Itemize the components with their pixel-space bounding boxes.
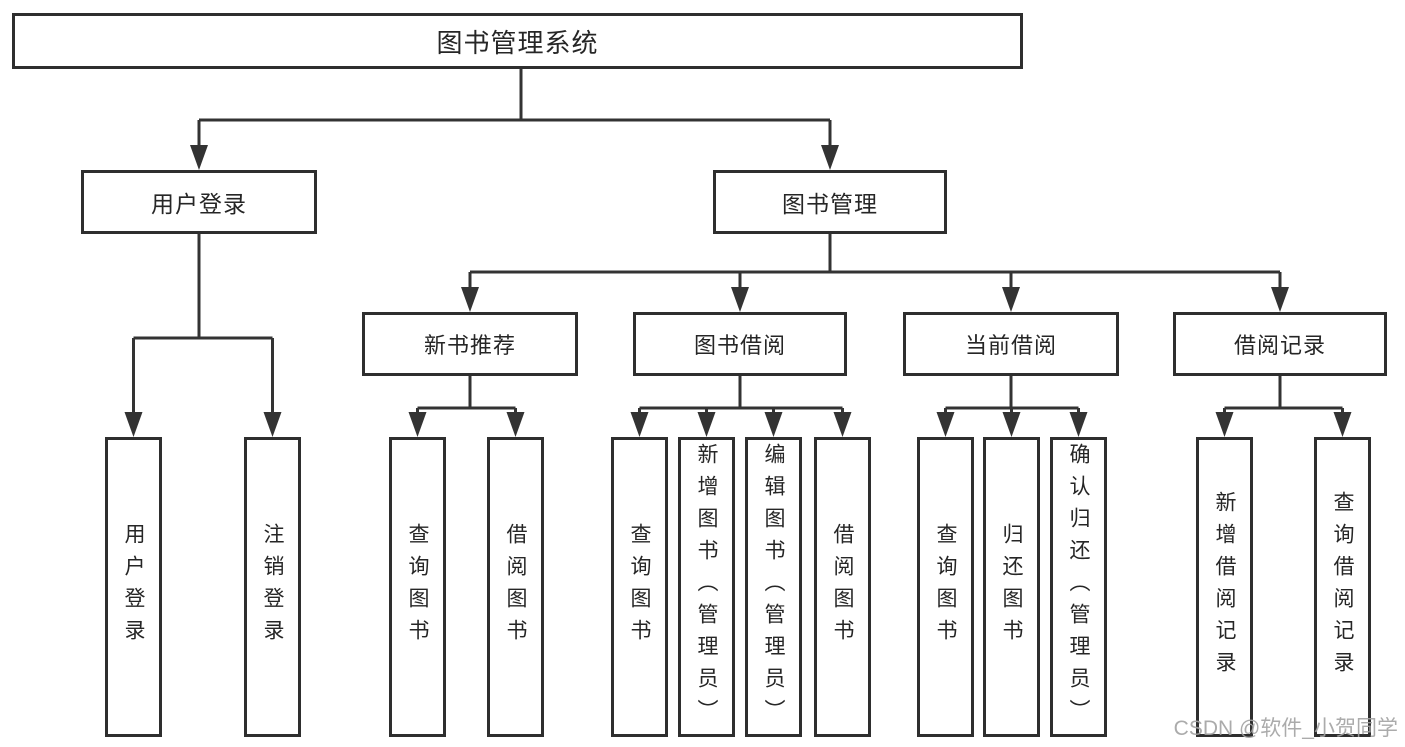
node-library-management-system: 图书管理系统 (12, 13, 1023, 69)
node-borrowing-records: 借阅记录 (1173, 312, 1387, 376)
node-label: 归还图书 (1000, 523, 1023, 651)
node-label: 查询图书 (628, 523, 651, 651)
node-book-management-module: 图书管理 (713, 170, 947, 234)
node-add-book-admin: 新增图书（管理员） (678, 437, 735, 737)
node-label: 借阅记录 (1233, 333, 1326, 358)
node-label: 当前借阅 (964, 333, 1057, 358)
node-label: 图书借阅 (693, 333, 786, 358)
node-add-borrow-record: 新增借阅记录 (1196, 437, 1253, 737)
node-label: 用户登录 (122, 523, 145, 651)
node-label: 借阅图书 (831, 523, 854, 651)
node-label: 注销登录 (261, 523, 284, 651)
node-query-books-recommend: 查询图书 (389, 437, 446, 737)
node-borrow-books-recommend: 借阅图书 (487, 437, 544, 737)
connector-borrowing-records-to-children (1223, 376, 1344, 433)
node-label: 图书管理系统 (436, 27, 599, 58)
csdn-watermark: CSDN @软件_小贺同学 (1173, 717, 1398, 740)
node-query-books-borrowing: 查询图书 (611, 437, 668, 737)
node-logout: 注销登录 (244, 437, 301, 737)
node-label: 借阅图书 (504, 523, 527, 651)
node-label: 确认归还（管理员） (1067, 443, 1090, 731)
arrowheads (124, 145, 1352, 437)
connector-new-book-recommend-to-children (416, 376, 517, 433)
node-new-book-recommend: 新书推荐 (362, 312, 578, 376)
node-label: 新增借阅记录 (1213, 491, 1236, 683)
node-current-borrowing: 当前借阅 (903, 312, 1119, 376)
connector-root-to-level2 (197, 69, 832, 166)
node-query-borrow-record: 查询借阅记录 (1314, 437, 1371, 737)
node-label: 用户登录 (151, 191, 247, 217)
node-edit-book-admin: 编辑图书（管理员） (745, 437, 802, 737)
node-user-login: 用户登录 (105, 437, 162, 737)
node-return-books: 归还图书 (983, 437, 1040, 737)
node-label: 查询图书 (934, 523, 957, 651)
connector-book-borrowing-to-children (638, 376, 844, 433)
node-book-borrowing: 图书借阅 (633, 312, 847, 376)
node-label: 查询借阅记录 (1331, 491, 1354, 683)
connector-user-login-to-children (132, 234, 274, 433)
node-user-login-module: 用户登录 (81, 170, 317, 234)
node-label: 新书推荐 (423, 333, 516, 358)
node-query-books-current: 查询图书 (917, 437, 974, 737)
node-label: 图书管理 (782, 191, 878, 217)
connector-book-management-to-level3 (468, 234, 1282, 308)
node-label: 新增图书（管理员） (695, 443, 718, 731)
node-label: 查询图书 (406, 523, 429, 651)
node-borrow-books: 借阅图书 (814, 437, 871, 737)
node-label: 编辑图书（管理员） (762, 443, 785, 731)
node-confirm-return-admin: 确认归还（管理员） (1050, 437, 1107, 737)
